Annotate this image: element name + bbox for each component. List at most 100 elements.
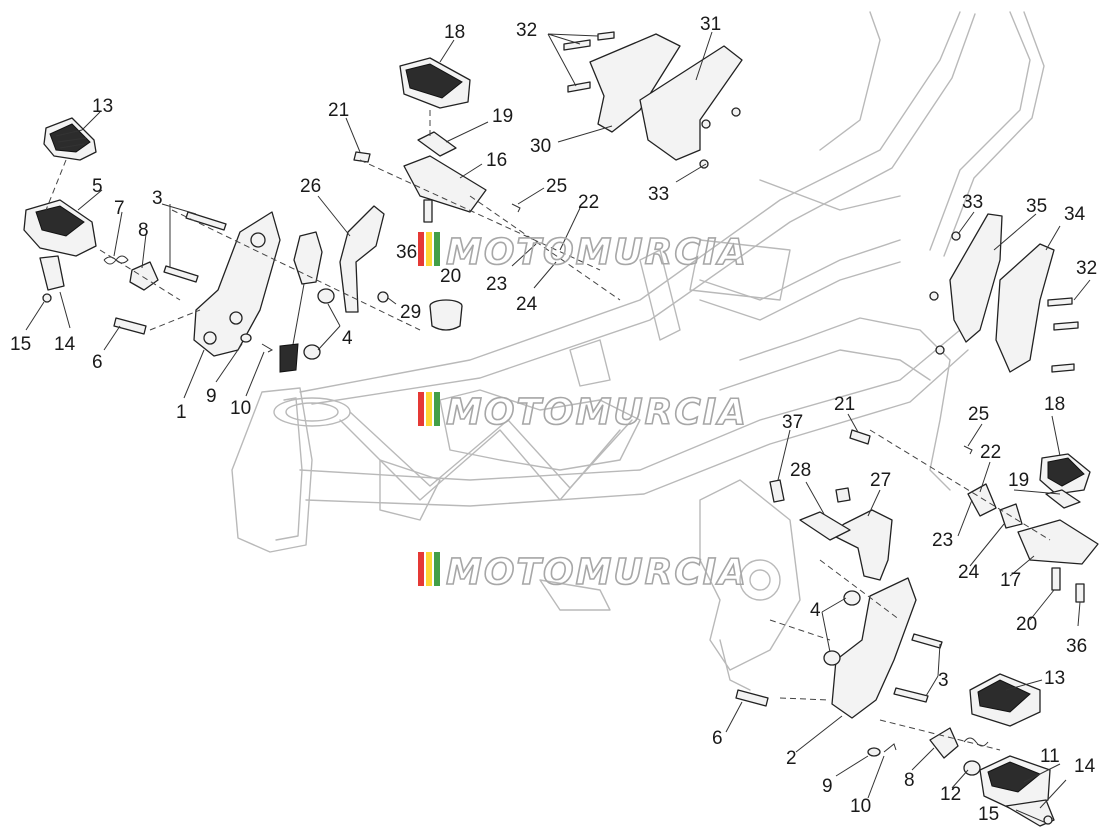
spring-seat-12: [963, 760, 981, 776]
bolt-32-a: [563, 39, 591, 51]
bolt-3-right-a: [911, 633, 943, 649]
footpeg-bracket-left: [193, 211, 281, 357]
spacer-plate-right: [929, 727, 959, 759]
passenger-bolt-36-left: [423, 199, 433, 223]
callout-14: 14: [54, 334, 76, 355]
plate-22-right: [967, 483, 997, 517]
bolt-36-right: [1075, 583, 1085, 603]
watermark-stripe: [426, 232, 432, 266]
nut-29: [377, 291, 389, 303]
callout-9: 9: [822, 776, 833, 797]
spacer-plate-left: [129, 261, 159, 291]
watermark-text: MOTOMURCIA: [446, 552, 748, 593]
callout-8: 8: [138, 220, 149, 241]
callout-32: 32: [516, 20, 537, 41]
clip-37: [769, 479, 785, 503]
bolt-32-e: [1053, 321, 1079, 331]
watermark-stripe: [434, 392, 440, 426]
callout-7: 7: [114, 198, 125, 219]
clip-left: [261, 343, 274, 353]
callout-14: 14: [1074, 756, 1096, 777]
callout-2: 2: [786, 748, 797, 769]
callout-37: 37: [782, 412, 803, 433]
pivot-pin-left: [113, 317, 147, 335]
heel-guard-31: [639, 45, 743, 161]
callout-33: 33: [962, 192, 983, 213]
callout-21: 21: [834, 394, 855, 415]
heel-guard-left: [339, 205, 385, 313]
callout-10: 10: [850, 796, 871, 817]
nut-33-a: [731, 107, 741, 117]
motorcycle-frame: [231, 11, 1045, 691]
callout-19: 19: [1008, 470, 1029, 491]
callout-27: 27: [870, 470, 891, 491]
nut-33-e: [929, 291, 939, 301]
bolt-28: [835, 487, 851, 503]
callout-21: 21: [328, 100, 349, 121]
callout-22: 22: [980, 442, 1001, 463]
callout-25: 25: [968, 404, 989, 425]
passenger-peg-body-left: [403, 155, 487, 213]
left-footpeg-assembly: [23, 117, 463, 373]
watermark-text: MOTOMURCIA: [446, 392, 748, 433]
bolt-3-upper: [185, 211, 227, 231]
callout-11: 11: [1040, 746, 1060, 767]
heel-guards-right: [929, 213, 1079, 373]
callout-13: 13: [1044, 668, 1065, 689]
footrest-rubber-left: [43, 117, 97, 161]
passenger-peg-right: [849, 429, 1099, 603]
nut-33-f: [935, 345, 945, 355]
watermark-stripe: [434, 232, 440, 266]
callout-5: 5: [92, 176, 103, 197]
callout-20: 20: [440, 266, 461, 287]
watermark-stripe: [418, 232, 424, 266]
bushing-4-lower: [303, 344, 321, 360]
callout-36: 36: [1066, 636, 1087, 657]
callout-3: 3: [152, 188, 163, 209]
heel-guard-34: [995, 243, 1055, 373]
callout-22: 22: [578, 192, 599, 213]
footpeg-bracket-right: [831, 577, 917, 719]
callout-10: 10: [230, 398, 251, 419]
callout-34: 34: [1064, 204, 1086, 225]
watermark-top: MOTOMURCIA: [418, 231, 748, 274]
callout-19: 19: [492, 106, 513, 127]
clip-25-right: [963, 445, 973, 455]
callout-31: 31: [700, 14, 721, 35]
watermark-middle: MOTOMURCIA: [418, 391, 748, 434]
passenger-plate-left: [417, 131, 457, 157]
pin-21-right: [849, 429, 871, 445]
callout-35: 35: [1026, 196, 1047, 217]
callout-24: 24: [958, 562, 980, 583]
watermark-stripe: [418, 392, 424, 426]
callout-4: 4: [342, 328, 353, 349]
bolt-3-right-b: [893, 687, 929, 703]
callout-9: 9: [206, 386, 217, 407]
brake-fluid-reservoir: [429, 299, 463, 331]
watermark-stripe: [426, 392, 432, 426]
callout-13: 13: [92, 96, 113, 117]
return-spring-right: [963, 737, 989, 747]
passenger-pin-left: [353, 151, 371, 163]
clip-25-left: [511, 203, 521, 213]
pivot-pin-right: [735, 689, 769, 707]
passenger-peg-body-right: [1017, 519, 1099, 565]
callout-6: 6: [92, 352, 103, 373]
callout-29: 29: [400, 302, 421, 323]
callout-6: 6: [712, 728, 723, 749]
watermark-text: MOTOMURCIA: [446, 232, 748, 273]
return-spring-left: [103, 255, 129, 265]
heel-guard-35: [949, 213, 1003, 343]
heel-guards-upper: [563, 31, 743, 169]
watermark-bottom: MOTOMURCIA: [418, 551, 748, 594]
leader-lines: [25, 31, 1091, 823]
bolt-32-d: [1047, 297, 1073, 307]
bushing-4-right-a: [843, 590, 861, 606]
callout-18: 18: [1044, 394, 1065, 415]
bushing-4-upper: [317, 288, 335, 304]
callout-4: 4: [810, 600, 821, 621]
heel-guard-30: [589, 33, 681, 133]
callout-26: 26: [300, 176, 321, 197]
